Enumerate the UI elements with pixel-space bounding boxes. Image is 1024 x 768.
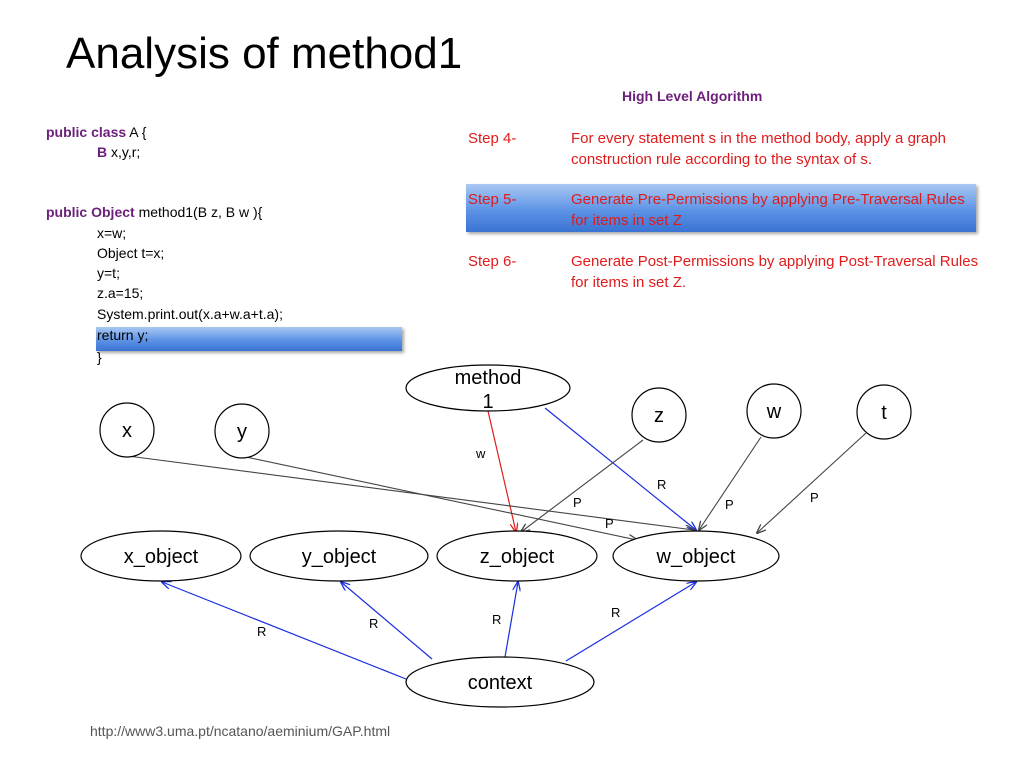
node-z-object: z_object bbox=[436, 530, 598, 582]
edge-label: P bbox=[810, 490, 819, 505]
edge-context-z-object bbox=[504, 582, 518, 658]
code-line: System.print.out(x.a+w.a+t.a); bbox=[97, 306, 283, 322]
edge-method1-z-object bbox=[487, 410, 516, 532]
edge-label: R bbox=[657, 477, 666, 492]
slide-title: Analysis of method1 bbox=[66, 29, 463, 78]
step-highlight-bar bbox=[466, 184, 976, 232]
edge-w-w-object bbox=[699, 436, 762, 530]
edge-context-w-object bbox=[565, 582, 696, 662]
node-label: method bbox=[455, 367, 522, 389]
edge-labels: w R P P P P R R R R bbox=[257, 446, 819, 639]
node-label: z_object bbox=[480, 546, 555, 568]
node-label: w_object bbox=[656, 546, 736, 568]
code-line-fields: B x,y,r; bbox=[97, 142, 140, 162]
edge-y-w-object bbox=[245, 456, 637, 540]
step-text: Generate Post-Permissions by applying Po… bbox=[571, 253, 979, 291]
node-x: x bbox=[99, 402, 155, 458]
code-line-highlighted: return y; bbox=[97, 327, 149, 343]
code-line: } bbox=[97, 349, 102, 365]
node-y: y bbox=[214, 403, 270, 459]
node-context: context bbox=[405, 656, 595, 708]
step-text: For every statement s in the method body… bbox=[571, 130, 946, 168]
code-keyword: B bbox=[97, 144, 108, 160]
edge-label: R bbox=[611, 605, 620, 620]
node-label: z bbox=[654, 405, 664, 427]
code-line: x=w; bbox=[97, 225, 127, 241]
node-label: x bbox=[122, 420, 132, 442]
node-z: z bbox=[631, 387, 687, 443]
node-method1: method 1 bbox=[405, 364, 571, 413]
node-label: 1 bbox=[482, 391, 493, 413]
node-w: w bbox=[746, 383, 802, 439]
edge-method1-w-object bbox=[544, 407, 696, 530]
code-text: A { bbox=[126, 124, 147, 140]
node-label: y bbox=[237, 421, 247, 443]
code-keyword: public class bbox=[46, 124, 127, 140]
node-label: t bbox=[881, 402, 887, 424]
edge-label: R bbox=[369, 616, 378, 631]
edge-label: w bbox=[475, 446, 486, 461]
code-keyword: public Object bbox=[46, 204, 135, 220]
code-line-class: public class A { bbox=[46, 122, 146, 142]
algorithm-heading: High Level Algorithm bbox=[622, 88, 763, 104]
code-text: x,y,r; bbox=[107, 144, 141, 160]
edge-t-w-object bbox=[757, 432, 867, 533]
step-label: Step 5- bbox=[468, 191, 517, 208]
code-line: Object t=x; bbox=[97, 245, 165, 261]
edge-label: R bbox=[257, 624, 266, 639]
graph-edges bbox=[127, 407, 867, 680]
code-text: method1(B z, B w ){ bbox=[134, 204, 263, 220]
edge-context-x-object bbox=[162, 582, 407, 680]
code-line: y=t; bbox=[97, 265, 120, 281]
source-url: http://www3.uma.pt/ncatano/aeminium/GAP.… bbox=[90, 723, 391, 739]
edge-label: P bbox=[573, 495, 582, 510]
node-label: w bbox=[766, 401, 782, 423]
edge-z-z-object bbox=[521, 439, 644, 532]
node-label: context bbox=[468, 672, 533, 694]
code-line-method: public Object method1(B z, B w ){ bbox=[46, 202, 262, 222]
edge-label: R bbox=[492, 612, 501, 627]
node-y-object: y_object bbox=[249, 530, 429, 582]
node-label: y_object bbox=[302, 546, 377, 568]
edge-label: P bbox=[725, 497, 734, 512]
edge-label: P bbox=[605, 516, 614, 531]
node-label: x_object bbox=[124, 546, 199, 568]
code-highlight-bar bbox=[96, 327, 402, 351]
step-label: Step 4- bbox=[468, 130, 517, 147]
step-text: Generate Pre-Permissions by applying Pre… bbox=[571, 191, 965, 229]
node-t: t bbox=[856, 384, 912, 440]
edge-x-w-object bbox=[127, 455, 694, 530]
code-line: z.a=15; bbox=[97, 285, 144, 301]
node-w-object: w_object bbox=[612, 530, 780, 582]
edge-context-y-object bbox=[341, 582, 433, 660]
node-x-object: x_object bbox=[80, 530, 242, 582]
step-label: Step 6- bbox=[468, 253, 517, 270]
